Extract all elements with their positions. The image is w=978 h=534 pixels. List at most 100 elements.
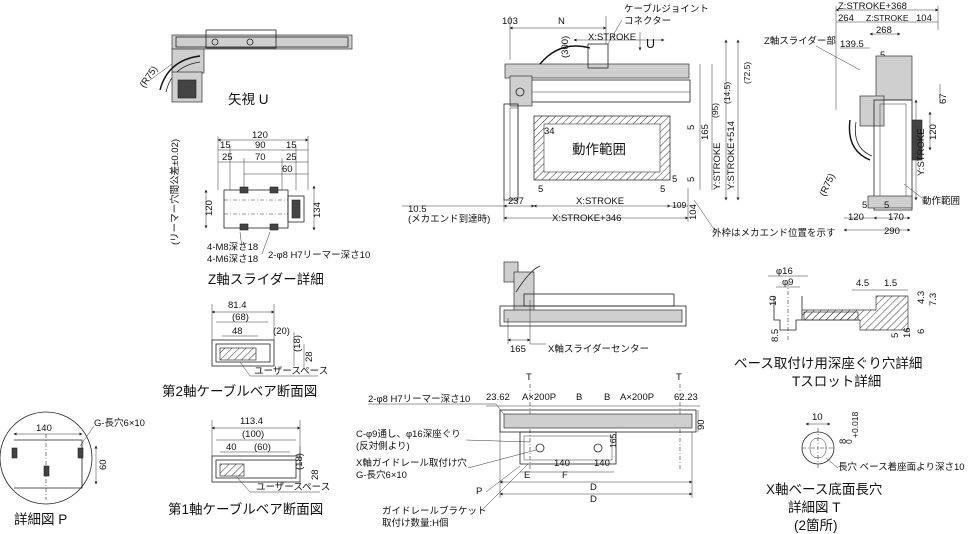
detail-t: 10 8 0 +0.018 長穴 ベース着座面より深さ10 X軸ベース底面長穴 … [766,411,965,533]
fv-x-stroke-346: X:STROKE+346 [552,213,621,224]
c1-dim-113: 113.4 [240,416,263,427]
sv-work-area: 動作範囲 [922,195,960,207]
bp-reamer: 2-φ8 H7リーマー深さ10 [368,394,470,405]
dt-title-1: X軸ベース底面長穴 [766,482,882,497]
c2-dim-68: (68) [232,312,249,323]
bp-dim-140b: 140 [594,458,610,469]
fv-x-stroke-bottom: X:STROKE [576,196,624,207]
ts-dim-43: 4.3 [916,291,927,304]
zs-dim-90: 90 [255,140,266,151]
fv-outer-note: 外枠はメカエンド位置を示す [712,227,836,239]
ts-dim-45: 4.5 [856,278,869,289]
fv-dim-103: 103 [502,16,518,27]
view-u-radius: (R75) [138,64,161,90]
c1-title: 第1軸ケーブルベア断面図 [168,501,323,517]
dt-dim-10: 10 [812,412,823,423]
dt-dim-8: 8 [838,439,849,444]
sv-dim-5b: 5 [884,200,889,211]
bp-dim-a200-right: A×200P [620,392,654,403]
fv-dim-237: 237 [508,196,524,207]
zs-dim-right: 134 [312,202,323,218]
base-plan: 2-φ8 H7リーマー深さ10 T T 23.62 A×200P B B A×2… [356,372,707,529]
fv-arrow-u: U [646,37,655,51]
zs-dim-25b: 25 [286,152,297,163]
c2-dim-28: 28 [304,351,315,362]
side-view: Z:STROKE+368 264 Z:STROKE 104 268 139.5 … [764,1,960,237]
fv-dim-109: 109 [672,200,686,210]
bp-t-right: T [676,372,682,383]
sv-dim-120r: 120 [928,124,939,140]
fv-dim-104: 104 [688,204,699,220]
zs-dim-left: 120 [204,200,215,216]
c1-dim-40: 40 [226,442,237,453]
bp-x-rail-2: G-長穴6×10 [356,469,407,481]
sv-z-stroke: Z:STROKE [866,13,909,23]
bp-dim-d2: D [590,494,597,505]
x-slider-center-view: 165 X軸スライダーセンター [499,261,687,355]
sv-dim-67: 67 [938,93,949,104]
bp-c-hole-1: C-φ9通し、φ16深座ぐり [356,428,461,440]
fv-dim-5b: 5 [660,184,665,195]
ts-phi16: φ16 [776,266,793,277]
sv-r75: (R75) [818,172,838,198]
bp-t-left: T [526,372,532,383]
bp-bracket-1: ガイドレールブラケット [382,505,487,517]
cable2-section: 81.4 (68) 48 (20) (18) 28 ユーザースペース 第2軸ケー… [162,300,328,399]
bp-dim-6223: 62.23 [674,392,698,403]
bp-dim-f: F [562,470,568,481]
z-slider-detail: 120 15 90 15 25 70 25 60 120 (リーマー穴間公差±0… [169,130,370,287]
ts-title-1: ベース取付け用深座ぐり穴詳細 [734,356,922,371]
sv-dim-5a: 5 [862,200,867,211]
detail-p: 140 60 G-長穴6×10 詳細図 P [0,411,145,527]
c2-user-space: ユーザースペース [254,366,328,377]
ts-title-2: Tスロット詳細 [792,374,881,389]
fv-dim-5a: 5 [538,184,543,195]
zs-dim-15a: 15 [220,140,231,151]
c1-dim-60: (60) [254,442,271,453]
dt-title-2: 詳細図 T [788,500,841,515]
sv-z-stroke-368: Z:STROKE+368 [838,1,907,12]
bp-c-hole-2: (反対側より) [356,440,410,452]
fv-mech-end: (メカエンド到達時) [408,213,490,225]
view-u-title: 矢視 U [228,92,269,107]
c1-dim-28: 28 [310,469,321,480]
dp-dim-140: 140 [36,423,52,434]
ts-dim-15: 1.5 [884,278,897,289]
sv-dim-139: 139.5 [840,39,864,50]
sv-dim-120: 120 [848,212,864,223]
c2-dim-48: 48 [232,326,243,337]
c2-dim-20: (20) [273,326,290,337]
sv-dim-264: 264 [838,13,854,24]
tslot-detail: φ16 φ9 4.5 1.5 10 4.3 7.3 8.5 5 16 6 ベース… [734,266,939,389]
fv-dim-5c: 5 [672,174,677,185]
ts-dim-85: 8.5 [770,329,781,342]
bp-dim-90: 90 [696,419,707,430]
zs-dim-15b: 15 [286,140,297,151]
c1-user-space: ユーザースペース [256,482,330,493]
sv-y-stroke: Y:STROKE [916,128,927,176]
fv-dim-n: N [558,16,565,27]
sv-dim-290: 290 [884,226,900,237]
c2-title: 第2軸ケーブルベア断面図 [162,383,317,399]
bp-x-rail-1: X軸ガイドレール取付け穴 [356,457,467,469]
dp-note: G-長穴6×10 [94,417,145,429]
zs-title: Z軸スライダー詳細 [208,272,324,287]
fv-cable-joint-2: コネクター [624,16,671,27]
fv-dim-14: (14.5) [722,82,732,104]
bp-dim-b2: B [604,392,610,403]
bp-dim-e: E [524,470,530,481]
zs-side-note: (リーマー穴間公差±0.02) [169,139,181,245]
sv-dim-104: 104 [916,13,932,24]
fv-y-stroke: Y:STROKE [712,142,723,190]
dt-title-3: (2箇所) [794,517,838,533]
dp-title: 詳細図 P [14,512,67,527]
zs-dim-120: 120 [252,130,268,141]
fv-dim-34: 34 [544,126,555,137]
zs-dim-70: 70 [255,152,266,163]
fv-dim-5r: 5 [686,125,697,130]
sv-dim-170: 170 [888,212,904,223]
fv-dim-5r2: 5 [686,177,697,182]
fv-x-stroke-top: X:STROKE [588,32,636,43]
